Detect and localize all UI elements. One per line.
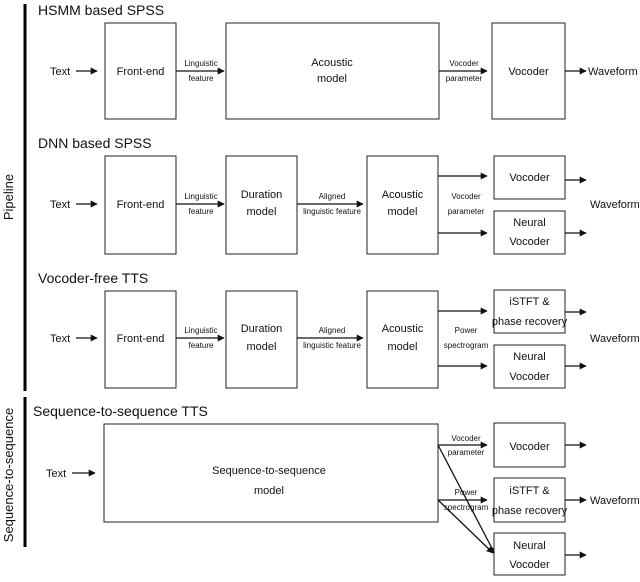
pipeline-group-label: Pipeline: [1, 174, 16, 220]
frontend-box: [104, 22, 177, 120]
vocoder-box: [493, 422, 566, 468]
neural-vocoder-label: Vocoder: [509, 371, 550, 383]
istft-label: phase recovery: [492, 316, 568, 328]
section-title: DNN based SPSS: [38, 135, 152, 151]
frontend-label: Front-end: [117, 199, 165, 211]
seq2seq-label: model: [254, 485, 284, 497]
neural-vocoder-label: Vocoder: [509, 236, 550, 248]
edge-label: spectrogram: [444, 503, 489, 512]
frontend-box: [104, 290, 177, 389]
vocoder-label: Vocoder: [508, 66, 549, 78]
duration-label: model: [247, 341, 277, 353]
edge-label: Aligned: [319, 326, 346, 335]
duration-label: Duration: [241, 189, 283, 201]
neural-vocoder-label: Neural: [513, 351, 545, 363]
acoustic-label: model: [388, 206, 418, 218]
edge-label: parameter: [448, 207, 485, 216]
acoustic-model-box: [366, 290, 439, 389]
acoustic-label: Acoustic: [382, 323, 424, 335]
duration-label: Duration: [241, 323, 283, 335]
vocoder-box: [491, 22, 566, 120]
frontend-label: Front-end: [117, 333, 165, 345]
neural-vocoder-box: [493, 532, 566, 576]
duration-model-box: [225, 290, 298, 389]
section-hsmm: HSMM based SPSS Text Front-end Linguisti…: [38, 2, 638, 120]
text-input-label: Text: [50, 66, 70, 78]
seq2seq-group-label: Sequence-to-sequence: [1, 408, 16, 542]
acoustic-model-box: [366, 155, 439, 255]
edge-label: Linguistic: [184, 192, 217, 201]
edge-label: parameter: [448, 448, 485, 457]
edge-label: Vocoder: [451, 192, 481, 201]
istft-label: phase recovery: [492, 505, 568, 517]
section-title: HSMM based SPSS: [38, 2, 164, 18]
duration-label: model: [247, 206, 277, 218]
waveform-label: Waveform: [590, 199, 640, 211]
edge-label: Vocoder: [449, 59, 479, 68]
edge-label: linguistic feature: [303, 341, 361, 350]
acoustic-label: model: [388, 341, 418, 353]
waveform-label: Waveform: [588, 66, 638, 78]
edge-label: Vocoder: [451, 434, 481, 443]
waveform-label: Waveform: [590, 495, 640, 507]
frontend-label: Front-end: [117, 66, 165, 78]
section-vocoder-free: Vocoder-free TTS Text Front-end Linguist…: [38, 270, 640, 389]
acoustic-label: model: [317, 73, 347, 85]
edge-label: Linguistic: [184, 326, 217, 335]
acoustic-label: Acoustic: [311, 57, 353, 69]
vocoder-label: Vocoder: [509, 441, 550, 453]
text-input-label: Text: [50, 199, 70, 211]
edge-label: feature: [189, 74, 214, 83]
section-title: Sequence-to-sequence TTS: [33, 403, 208, 419]
edge-label: Power: [455, 326, 478, 335]
edge-label: spectrogram: [444, 341, 489, 350]
acoustic-label: Acoustic: [382, 189, 424, 201]
edge-label: feature: [189, 341, 214, 350]
istft-label: iSTFT &: [509, 296, 550, 308]
frontend-box: [104, 155, 177, 255]
acoustic-model-box: [225, 22, 440, 120]
vocoder-label: Vocoder: [509, 172, 550, 184]
neural-vocoder-box: [493, 344, 566, 389]
neural-vocoder-label: Vocoder: [509, 559, 550, 571]
neural-vocoder-box: [493, 210, 566, 255]
section-title: Vocoder-free TTS: [38, 270, 148, 286]
text-input-label: Text: [46, 468, 66, 480]
seq2seq-model-box: [103, 423, 439, 523]
neural-vocoder-label: Neural: [513, 540, 545, 552]
section-seq2seq: Sequence-to-sequence TTS Text Sequence-t…: [33, 403, 640, 576]
edge-label: Linguistic: [184, 59, 217, 68]
section-dnn: DNN based SPSS Text Front-end Linguistic…: [38, 135, 640, 255]
edge-label: linguistic feature: [303, 207, 361, 216]
text-input-label: Text: [50, 333, 70, 345]
istft-box: [493, 477, 566, 523]
neural-vocoder-label: Neural: [513, 217, 545, 229]
edge-label: Power: [455, 488, 478, 497]
edge-label: Aligned: [319, 192, 346, 201]
istft-label: iSTFT &: [509, 485, 550, 497]
edge-label: feature: [189, 207, 214, 216]
arrow: [437, 499, 494, 554]
edge-label: parameter: [446, 74, 483, 83]
waveform-label: Waveform: [590, 333, 640, 345]
vocoder-box: [493, 155, 566, 200]
duration-model-box: [225, 155, 298, 255]
seq2seq-label: Sequence-to-sequence: [212, 465, 326, 477]
